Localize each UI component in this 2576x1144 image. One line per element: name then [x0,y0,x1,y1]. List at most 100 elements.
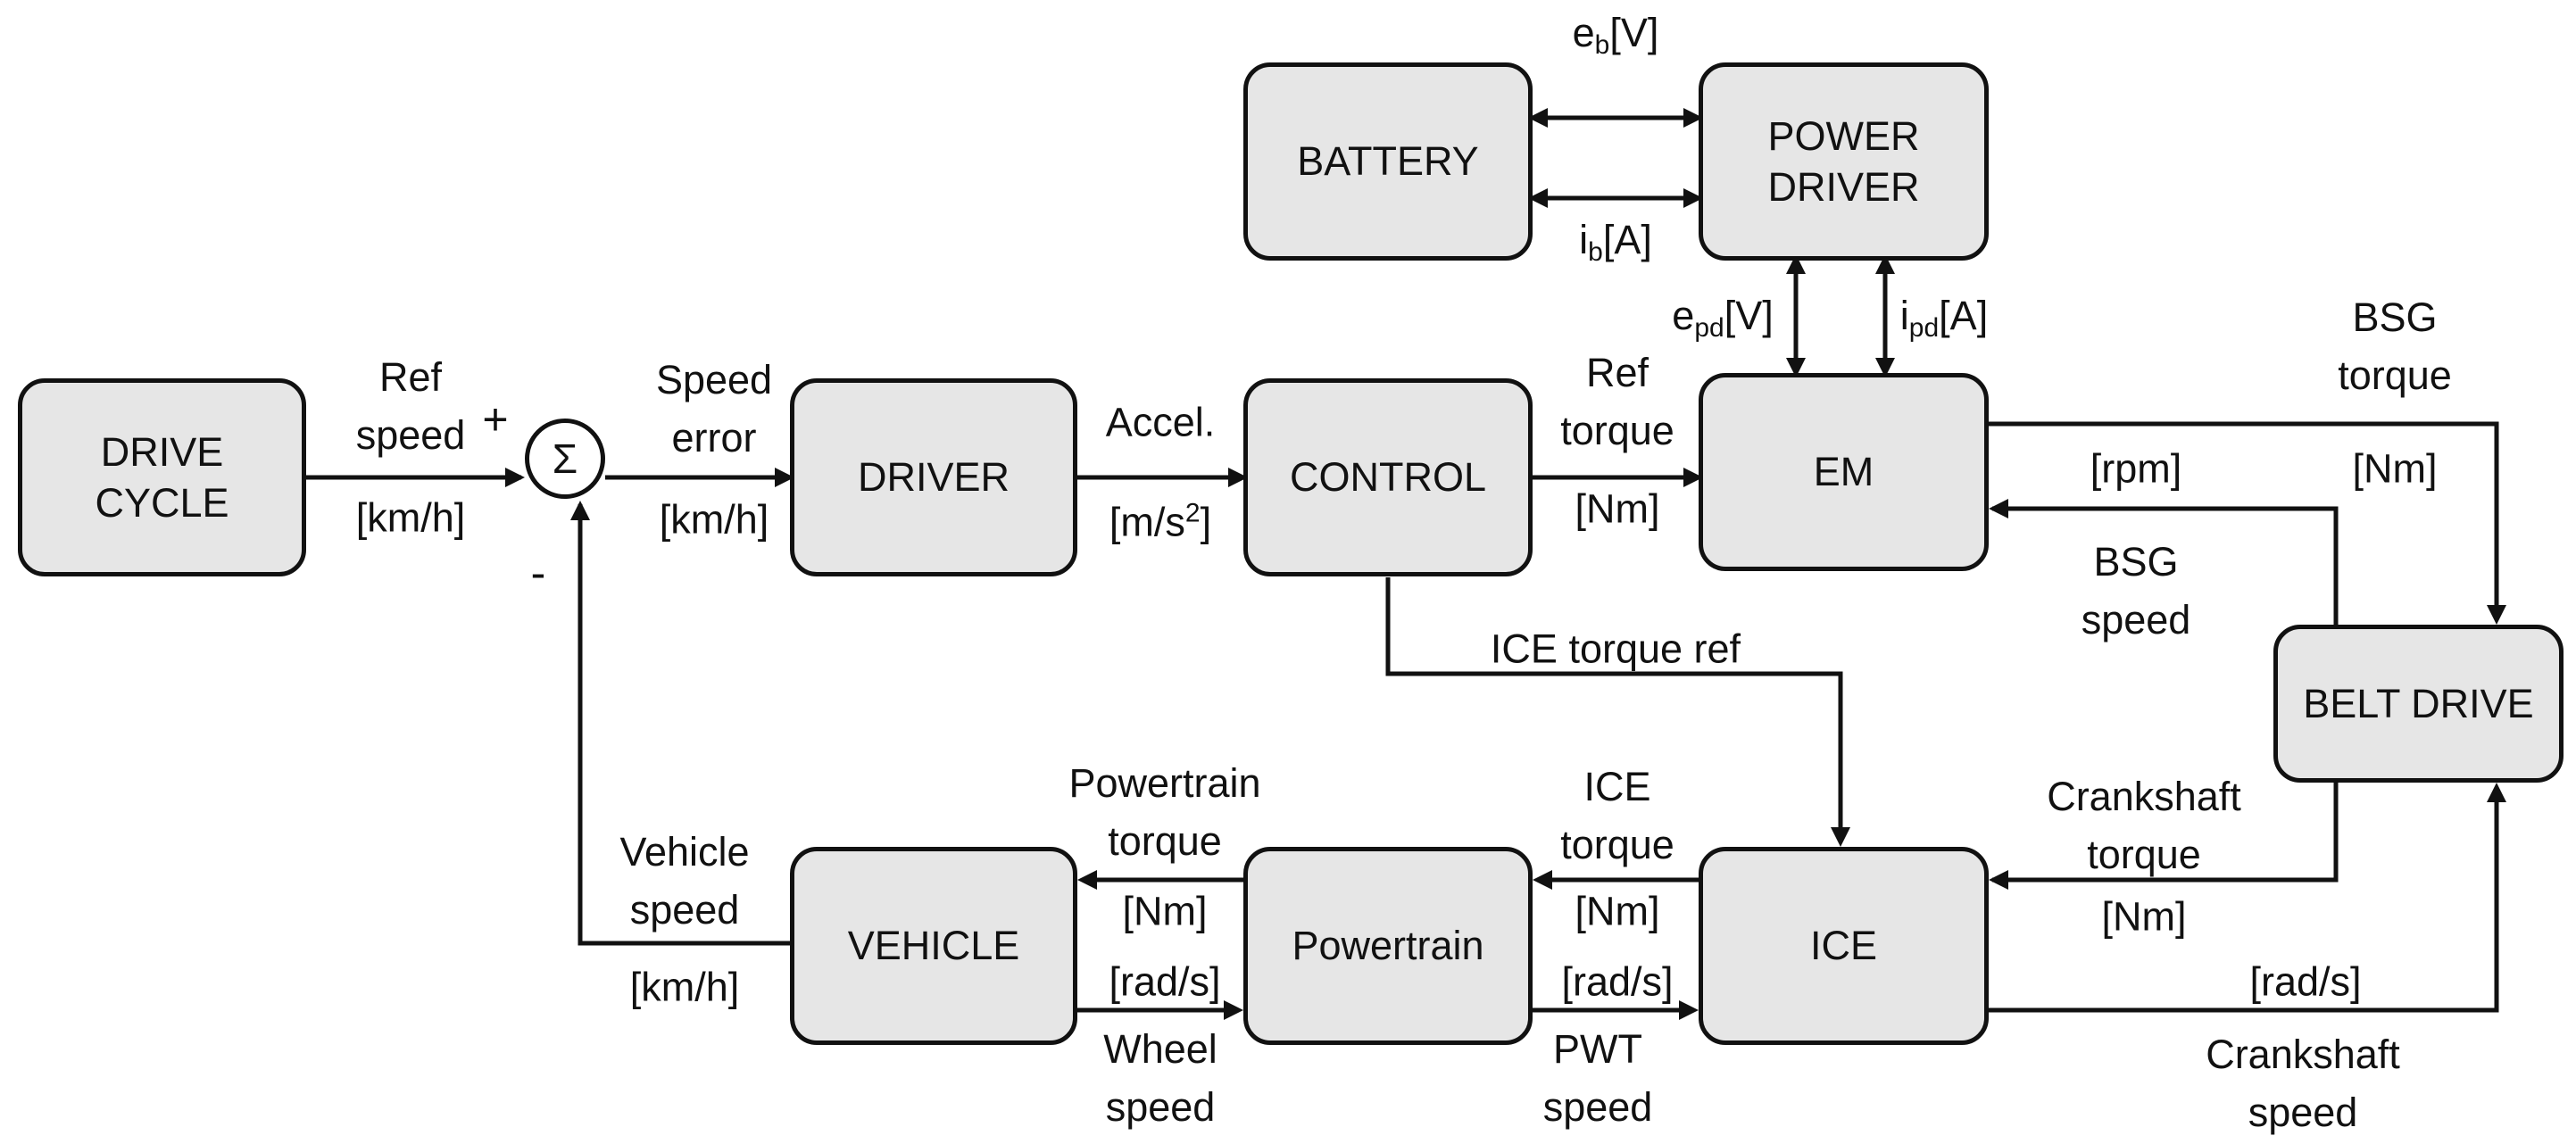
ice-torque-label: ICE torque [1560,758,1674,875]
em-block: EM [1699,373,1989,571]
pwt-speed-line1: PWT [1553,1025,1642,1072]
crankshaft-torque-label: Crankshaft torque [2047,767,2241,884]
battery-label: BATTERY [1297,138,1479,185]
arrowhead [775,468,794,487]
epd-sub: pd [1694,313,1724,343]
crankshaft-speed-arrow [1989,787,2499,1013]
ice-torque-line1: ICE [1583,763,1651,809]
powertrain-label: Powertrain [1292,923,1484,969]
epd-label: epd[V] [1672,295,1773,342]
arrowhead [1683,188,1703,208]
pwt-speed-label: PWT speed [1543,1020,1653,1137]
belt-drive-label: BELT DRIVE [2303,680,2534,726]
wheel-speed-line2: speed [1105,1084,1216,1130]
bsg-speed-line2: speed [2081,597,2191,642]
bsg-torque-unit: [Nm] [2352,445,2438,492]
arrowhead [1679,1000,1699,1020]
plus-sign: + [482,394,509,444]
ref-speed-label: Ref speed [356,348,466,465]
speed-error-line2: error [671,415,757,460]
ref-torque-unit: [Nm] [1575,485,1660,532]
arrowhead [1683,108,1703,128]
ib-sub: b [1588,237,1603,267]
pwt-speed-line2: speed [1542,1084,1653,1130]
epd-base: e [1672,293,1695,338]
arrowhead [1224,1000,1243,1020]
ice-torque-ref-arrow [1385,577,1843,842]
powertrain-torque-label: Powertrain torque [1068,754,1260,871]
crankshaft-torque-line1: Crankshaft [2047,773,2241,819]
bsg-torque-line2: torque [2338,352,2452,398]
ib-base: i [1579,217,1589,262]
vehicle-speed-line2: speed [629,887,740,933]
bsg-speed-arrow [1992,506,2339,625]
arrowhead [570,501,590,520]
vehicle-speed-feedback-arrow [578,504,790,946]
wheel-speed-label: Wheel speed [1103,1020,1217,1137]
eb-sub: b [1594,30,1610,60]
accel-label: Accel. [1105,399,1216,445]
arrowhead [1077,870,1097,890]
arrowhead [1875,254,1895,274]
ipd-label: ipd[A] [1900,295,1988,342]
arrowhead [1989,499,2008,518]
ipd-base: i [1899,293,1909,338]
accel-unit: [m/s2] [1109,498,1212,545]
driver-label: DRIVER [857,454,1010,501]
ice-block: ICE [1699,847,1989,1045]
arrowhead [2487,783,2506,802]
epd-unit: [V] [1724,293,1774,338]
arrowhead [505,468,525,487]
ice-torque-line2: torque [1560,822,1674,867]
arrowhead [1875,358,1895,377]
vehicle-block: VEHICLE [790,847,1077,1045]
bsg-torque-line1: BSG [2352,294,2438,340]
powertrain-torque-line2: torque [1108,818,1222,864]
accel-unit-end: ] [1200,499,1212,545]
powertrain-torque-line1: Powertrain [1068,759,1261,806]
vehicle-speed-unit: [km/h] [629,964,740,1010]
ref-speed-line2: speed [355,412,466,458]
arrowhead [1533,870,1552,890]
ref-speed-line1: Ref [378,353,443,400]
ref-torque-label: Ref torque [1560,344,1674,460]
powertrain-torque-unit: [Nm] [1122,888,1208,934]
em-label: EM [1813,449,1874,495]
minus-sign: - [530,548,546,598]
control-label: CONTROL [1289,454,1486,501]
eb-unit: [V] [1609,10,1659,55]
ib-label: ib[A] [1579,220,1652,266]
ipd-unit: [A] [1939,293,1989,338]
arrowhead [1786,358,1806,377]
crankshaft-speed-line2: speed [2248,1090,2358,1135]
crankshaft-speed-line1: Crankshaft [2206,1031,2400,1077]
arrowhead [1228,468,1248,487]
eb-label: eb[V] [1573,12,1659,59]
summing-junction: Σ [525,419,605,499]
speed-error-label: Speed error [656,351,772,468]
control-block: CONTROL [1243,378,1533,576]
vehicle-speed-line1: Vehicle [619,828,750,875]
crankshaft-speed-label: Crankshaft speed [2206,1025,2400,1142]
drive-cycle-line1: DRIVE [100,428,224,475]
battery-block: BATTERY [1243,62,1533,261]
pwt-speed-unit: [rad/s] [1561,958,1674,1005]
power-driver-block: POWER DRIVER [1699,62,1989,261]
ref-torque-line1: Ref [1585,349,1649,395]
accel-unit-base: [m/s [1109,499,1185,545]
ipd-sub: pd [1908,313,1940,343]
vehicle-speed-label: Vehicle speed [619,823,749,940]
power-driver-line1: POWER [1767,112,1920,159]
arrowhead [1528,108,1548,128]
wheel-speed-unit: [rad/s] [1109,958,1221,1005]
eb-base: e [1572,10,1595,55]
power-driver-line2: DRIVER [1767,164,1920,210]
vehicle-label: VEHICLE [847,923,1020,969]
arrowhead [1989,870,2008,890]
accel-unit-exp: 2 [1184,498,1201,528]
wheel-speed-line1: Wheel [1103,1025,1217,1072]
crankshaft-torque-line2: torque [2087,832,2201,877]
crankshaft-speed-unit: [rad/s] [2249,958,2362,1005]
arrowhead [1831,827,1850,847]
